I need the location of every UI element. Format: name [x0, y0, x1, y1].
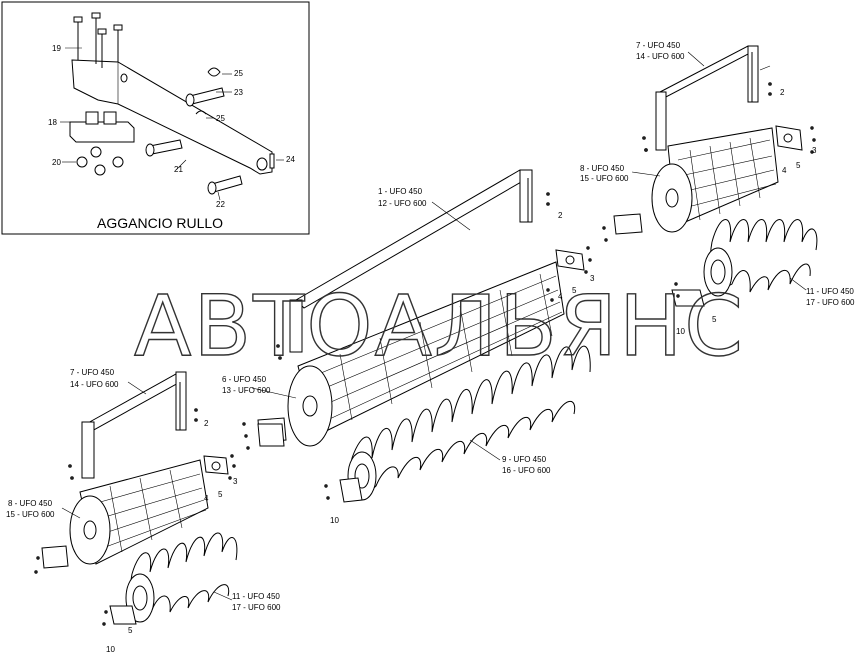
drum-left: [41, 423, 285, 569]
callout-17-right: 17 - UFO 600: [806, 298, 855, 307]
frame-top-right: [642, 45, 772, 152]
inset-callout-24: 24: [286, 155, 295, 164]
frame-center: [276, 169, 550, 360]
callout-5-top: 5: [796, 161, 801, 170]
inset-callout-18: 18: [48, 118, 57, 127]
callout-3-center: 3: [590, 274, 595, 283]
leader-lines: [61, 51, 807, 601]
callout-2-center: 2: [558, 211, 563, 220]
callout-16: 16 - UFO 600: [502, 466, 551, 475]
spiral-center: [339, 345, 591, 503]
callout-3-top: 3: [812, 146, 817, 155]
inset-callout-25a: 25: [234, 69, 243, 78]
callout-10-right: 10: [676, 327, 685, 336]
callout-15-top: 15 - UFO 600: [580, 174, 629, 183]
callout-7-top: 7 - UFO 450: [636, 41, 681, 50]
frame-left: [68, 371, 198, 480]
callout-3-left: 3: [233, 477, 238, 486]
callout-4-center: 4: [558, 292, 563, 301]
callout-11-left: 11 - UFO 450: [232, 592, 280, 601]
hardware-screws: [34, 126, 816, 626]
bolt-set: [73, 12, 123, 68]
watermark: АВТОАЛЬЯНС: [134, 277, 745, 375]
callout-14-top: 14 - UFO 600: [636, 52, 685, 61]
callout-2-top: 2: [780, 88, 785, 97]
inset-callout-21: 21: [174, 165, 183, 174]
callout-2-left: 2: [204, 419, 209, 428]
inset-callout-19: 19: [52, 44, 61, 53]
callout-8-left: 8 - UFO 450: [8, 499, 53, 508]
inset-title: AGGANCIO RULLO: [97, 215, 223, 231]
callout-17-left: 17 - UFO 600: [232, 603, 281, 612]
callout-8-top: 8 - UFO 450: [580, 164, 625, 173]
callout-9: 9 - UFO 450: [502, 455, 547, 464]
spiral-top-right: [671, 219, 818, 307]
callout-5-center: 5: [572, 286, 577, 295]
callout-4-left: 4: [204, 494, 209, 503]
callout-1: 1 - UFO 450: [378, 187, 423, 196]
callout-11-right: 11 - UFO 450: [806, 287, 854, 296]
callout-4-top: 4: [782, 166, 787, 175]
callout-15-left: 15 - UFO 600: [6, 510, 55, 519]
inset-callout-23: 23: [234, 88, 243, 97]
callout-5-left: 5: [218, 490, 223, 499]
callout-14-left: 14 - UFO 600: [70, 380, 119, 389]
callout-7-left: 7 - UFO 450: [70, 368, 115, 377]
callout-5-bottom: 5: [128, 626, 133, 635]
callout-5-right: 5: [712, 315, 717, 324]
callout-13: 13 - UFO 600: [222, 386, 271, 395]
inset-callout-20: 20: [52, 158, 61, 167]
callout-10-bottom: 10: [106, 645, 115, 654]
inset-callout-22: 22: [216, 200, 225, 209]
callout-10-center: 10: [330, 516, 339, 525]
spiral-left: [109, 532, 238, 625]
callout-12: 12 - UFO 600: [378, 199, 427, 208]
inset-box: [1, 1, 310, 235]
callout-6: 6 - UFO 450: [222, 375, 267, 384]
inset-callout-25b: 25: [216, 114, 225, 123]
drum-top-right: [613, 125, 803, 235]
